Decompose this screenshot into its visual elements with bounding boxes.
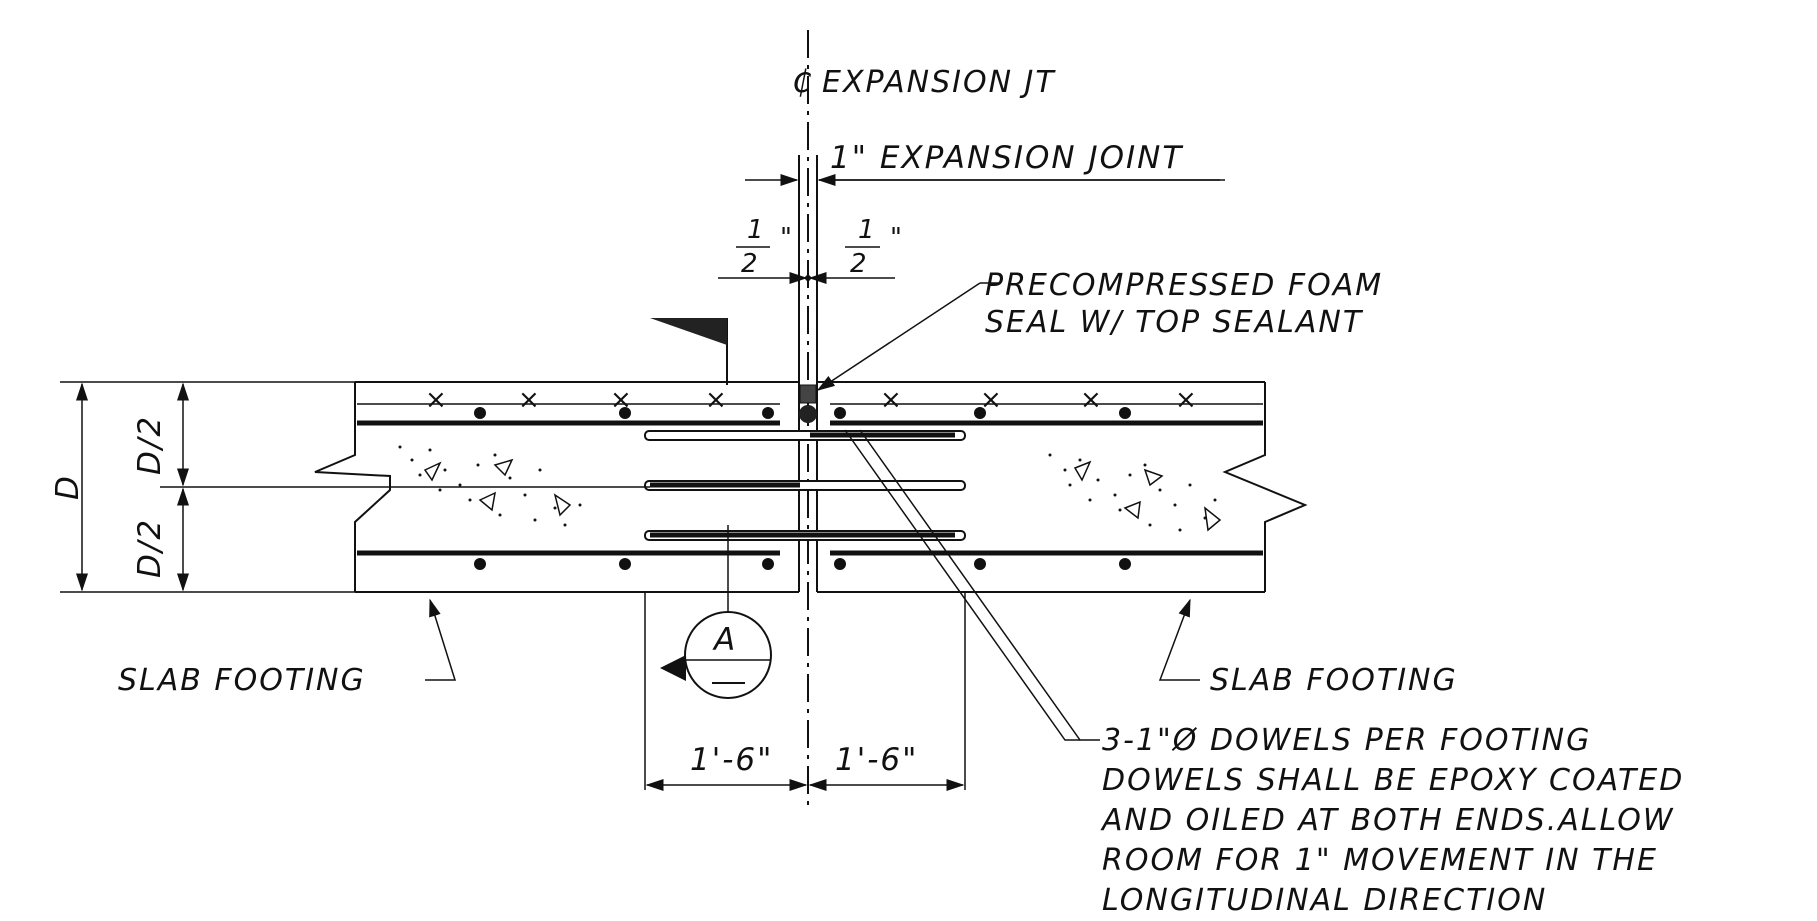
centerline-label: EXPANSION JT: [822, 65, 1056, 100]
half-inch-dimension-left: 1 2 ": [718, 215, 808, 284]
svg-text:": ": [780, 223, 794, 253]
half-depth-bottom-label: D/2: [132, 518, 168, 578]
right-slab: × × × ×: [817, 381, 1308, 593]
svg-text:×: ×: [705, 385, 729, 415]
note-line-4: ROOM FOR 1" MOVEMENT IN THE: [1102, 843, 1658, 878]
dowel-top: [644, 430, 966, 441]
dowel-middle: [644, 480, 966, 491]
svg-text:×: ×: [1175, 385, 1199, 415]
joint-width-dimension: 1" EXPANSION JOINT: [745, 140, 1225, 186]
seal-label-2: SEAL W/ TOP SEALANT: [985, 305, 1364, 340]
svg-text:×: ×: [425, 385, 449, 415]
slab-footing-left-callout: SLAB FOOTING: [118, 598, 457, 698]
note-line-5: LONGITUDINAL DIRECTION: [1102, 883, 1547, 918]
centerline-symbol: ₵: [792, 64, 814, 100]
backer-rod: [799, 405, 817, 423]
dim-right-label: 1'-6": [835, 742, 918, 778]
svg-text:×: ×: [980, 385, 1004, 415]
left-slab: × × × ×: [314, 381, 799, 593]
svg-text:1: 1: [747, 215, 766, 245]
note-line-2: DOWELS SHALL BE EPOXY COATED: [1102, 763, 1684, 798]
note-line-3: AND OILED AT BOTH ENDS.ALLOW: [1100, 803, 1675, 838]
slab-footing-left-label: SLAB FOOTING: [118, 663, 366, 698]
slab-footing-right-callout: SLAB FOOTING: [1158, 598, 1458, 698]
section-mark-label: A: [712, 622, 737, 658]
foam-seal-callout: PRECOMPRESSED FOAM SEAL W/ TOP SEALANT: [816, 268, 1383, 391]
half-depth-top-label: D/2: [132, 415, 168, 475]
foam-seal: [799, 384, 817, 404]
svg-text:2: 2: [741, 249, 760, 279]
note-line-1: 3-1"Ø DOWELS PER FOOTING: [1102, 723, 1591, 758]
dowel-bottom: [644, 530, 966, 541]
dim-left-label: 1'-6": [690, 742, 773, 778]
dowel-note: 3-1"Ø DOWELS PER FOOTING DOWELS SHALL BE…: [1100, 723, 1684, 918]
finish-flag-icon: [650, 318, 728, 385]
seal-label-1: PRECOMPRESSED FOAM: [985, 268, 1383, 303]
svg-text:×: ×: [518, 385, 542, 415]
depth-label: D: [50, 474, 86, 500]
section-marker-icon: A: [660, 525, 772, 699]
embedment-dimension: 1'-6" 1'-6": [645, 742, 965, 791]
depth-dimension: D D/2 D/2: [50, 381, 650, 593]
half-inch-dimension-right: 1 2 ": [808, 215, 904, 284]
svg-text:×: ×: [880, 385, 904, 415]
svg-text:2: 2: [850, 249, 869, 279]
svg-text:1: 1: [858, 215, 877, 245]
svg-text:×: ×: [610, 385, 634, 415]
svg-text:": ": [890, 223, 904, 253]
dowel-note-callout: [844, 429, 1100, 741]
joint-width-label: 1" EXPANSION JOINT: [830, 140, 1183, 176]
svg-text:×: ×: [1080, 385, 1104, 415]
slab-footing-right-label: SLAB FOOTING: [1210, 663, 1458, 698]
